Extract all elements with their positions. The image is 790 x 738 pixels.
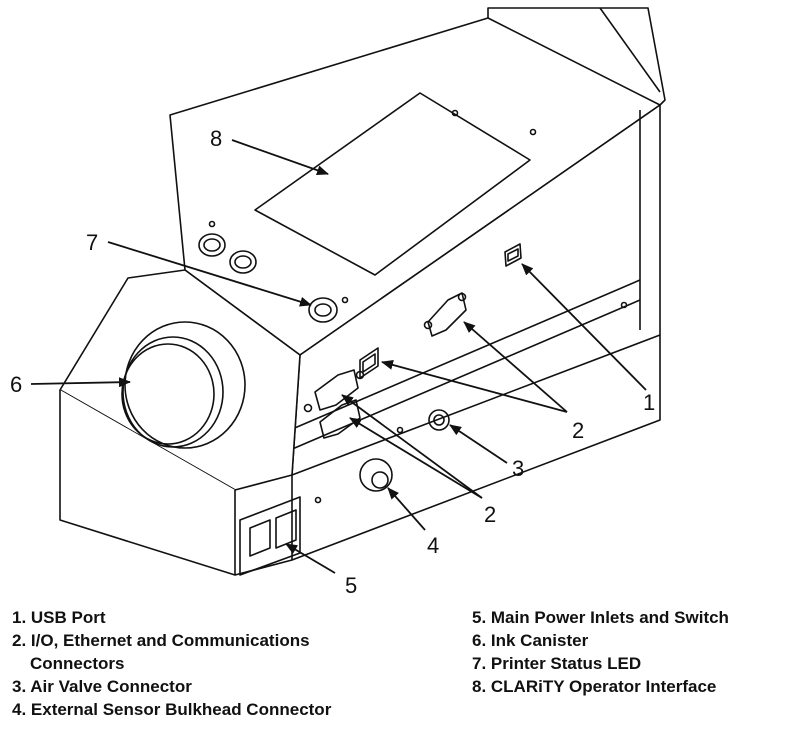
legend-left: 1. USB Port 2. I/O, Ethernet and Communi… <box>12 606 331 721</box>
printer-diagram: 8 7 6 1 2 3 2 4 5 <box>10 7 666 598</box>
legend-item-2-cont: Connectors <box>30 654 125 673</box>
arrow-2a-upper <box>463 321 568 413</box>
arrow-4 <box>387 487 426 531</box>
legend-item-2: 2. I/O, Ethernet and Communications <box>12 631 310 650</box>
top-buttons <box>198 109 537 274</box>
legend-item-4: 4. External Sensor Bulkhead Connector <box>12 700 332 719</box>
arrow-5 <box>285 543 336 574</box>
status-led <box>308 296 349 323</box>
arrow-2b-lower <box>349 417 483 499</box>
callout-4: 4 <box>427 533 439 558</box>
legend-item-3: 3. Air Valve Connector <box>12 677 192 696</box>
air-valve-connector <box>396 409 450 434</box>
arrow-7 <box>107 241 312 307</box>
operator-interface-screen <box>254 92 531 276</box>
printer-body <box>59 7 666 576</box>
usb-port <box>504 243 522 267</box>
callout-5: 5 <box>345 573 357 598</box>
callout-2a: 2 <box>572 418 584 443</box>
legend-item-6: 6. Ink Canister <box>472 631 589 650</box>
comm-connector-upper <box>423 292 467 337</box>
arrow-1 <box>521 263 647 391</box>
callout-7: 7 <box>86 230 98 255</box>
arrow-3 <box>449 424 508 464</box>
callout-1: 1 <box>643 390 655 415</box>
arrow-2a-ethernet <box>381 360 568 413</box>
legend-right: 5. Main Power Inlets and Switch 6. Ink C… <box>472 606 729 698</box>
callout-2b: 2 <box>484 502 496 527</box>
arrow-6 <box>30 377 131 388</box>
legend-item-5: 5. Main Power Inlets and Switch <box>472 608 729 627</box>
sensor-bulkhead-connector <box>359 458 393 492</box>
callout-8: 8 <box>210 126 222 151</box>
arrow-2b-upper <box>341 394 483 499</box>
legend-item-1: 1. USB Port <box>12 608 106 627</box>
legend-item-8: 8. CLARiTY Operator Interface <box>472 677 717 696</box>
callout-3: 3 <box>512 456 524 481</box>
legend-item-7: 7. Printer Status LED <box>472 654 642 673</box>
callout-6: 6 <box>10 372 22 397</box>
arrow-8 <box>231 139 329 176</box>
